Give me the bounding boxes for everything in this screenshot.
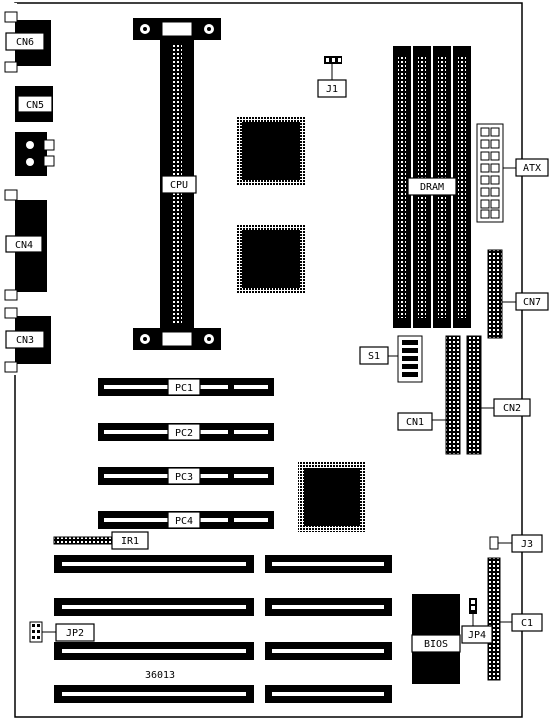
cn2-label: CN2: [503, 403, 521, 414]
cn7-label: CN7: [523, 297, 541, 308]
bios-chip: BIOS: [411, 594, 461, 684]
j3-jumper: J3: [489, 534, 543, 553]
jp2-label: JP2: [66, 628, 84, 639]
cn1-label: CN1: [406, 417, 424, 428]
jp2-jumper: JP2: [29, 621, 95, 643]
s1-switch: S1: [359, 335, 423, 383]
atx-power-connector: ATX: [476, 123, 549, 223]
c1-header: C1: [487, 557, 543, 681]
cn1-header: CN1: [397, 335, 461, 455]
atx-label: ATX: [523, 163, 541, 174]
j1-jumper: J1: [317, 56, 347, 98]
cn4-connector: CN4: [4, 189, 47, 301]
cn6-connector: CN6: [4, 11, 51, 73]
pci-slot-2: PC2: [98, 423, 274, 441]
cn4-label: CN4: [15, 240, 33, 251]
pci-slot-3: PC3: [98, 467, 274, 485]
j3-label: J3: [521, 539, 533, 550]
cpu-slot: CPU: [133, 18, 221, 350]
cn3-connector: CN3: [4, 307, 51, 373]
cn5-connector: CN5: [15, 86, 53, 122]
dram-slots: DRAM: [393, 46, 471, 328]
jp4-jumper: JP4: [461, 598, 493, 644]
pc3-label: PC3: [175, 472, 193, 483]
pci-slot-1: PC1: [98, 378, 274, 396]
pci-slot-4: PC4: [98, 511, 274, 529]
chipset-north: [236, 116, 306, 186]
cn2-header: CN2: [466, 335, 531, 455]
ir1-header: IR1: [53, 531, 149, 550]
io-cutout: [3, 3, 17, 375]
cn3-label: CN3: [16, 335, 34, 346]
dram-label: DRAM: [420, 182, 444, 193]
pc2-label: PC2: [175, 428, 193, 439]
ir1-label: IR1: [121, 536, 139, 547]
s1-label: S1: [368, 351, 380, 362]
audio-jacks: [15, 132, 55, 176]
cn5-label: CN5: [26, 100, 44, 111]
cn6-label: CN6: [16, 37, 34, 48]
cn7-header: CN7: [487, 249, 549, 339]
cpu-label: CPU: [170, 180, 188, 191]
pc4-label: PC4: [175, 516, 193, 527]
bios-label: BIOS: [424, 639, 448, 650]
io-chip: [298, 462, 366, 532]
j1-label: J1: [326, 84, 338, 95]
pc1-label: PC1: [175, 383, 193, 394]
c1-label: C1: [521, 618, 533, 629]
chipset-south: [236, 224, 306, 294]
isa-slots: [54, 555, 392, 703]
jp4-label: JP4: [468, 630, 486, 641]
board-model-number: 36013: [145, 670, 175, 681]
